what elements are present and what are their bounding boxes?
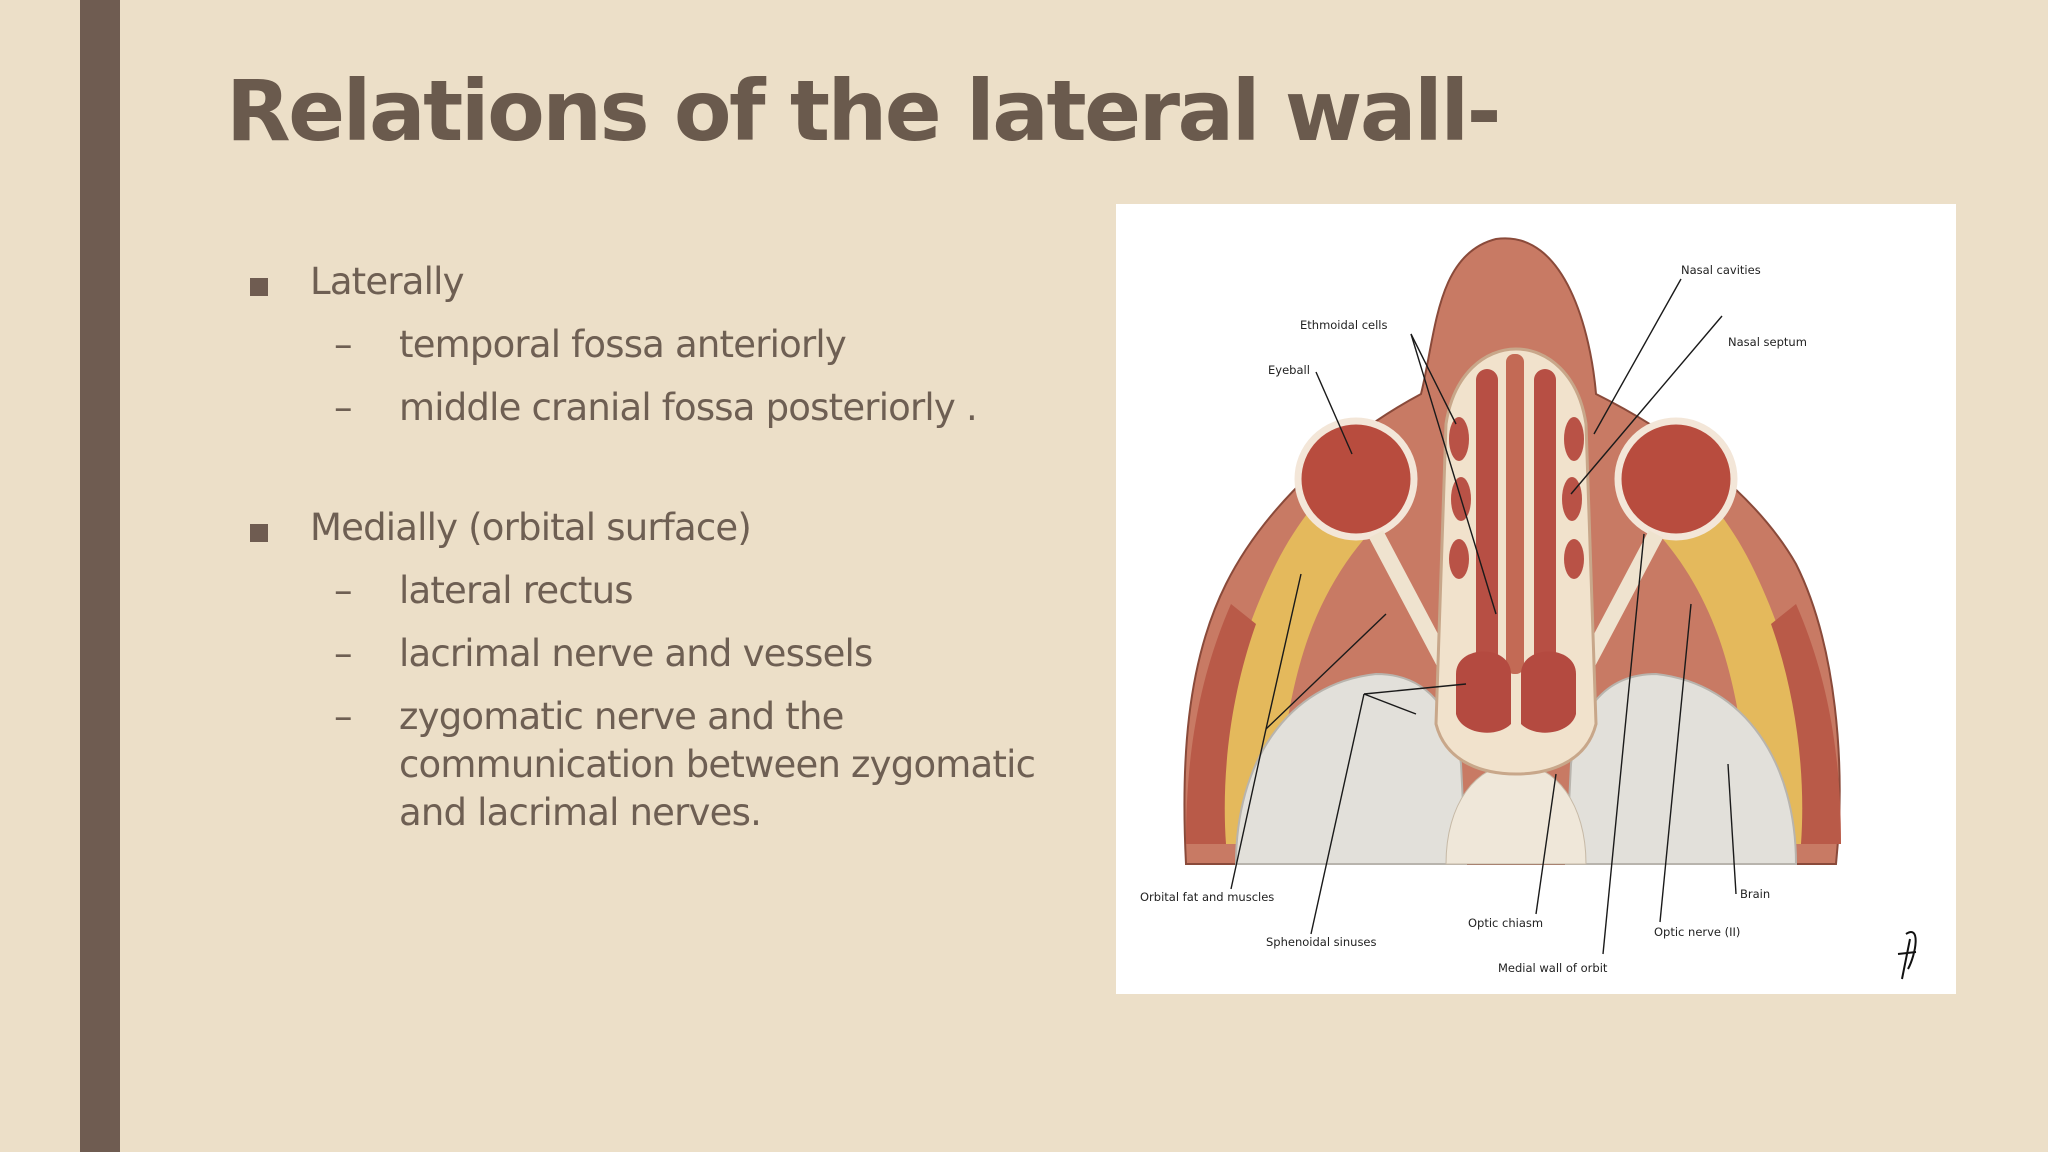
square-bullet-icon (250, 524, 268, 542)
label-brain: Brain (1740, 887, 1770, 901)
eyeball-left (1294, 417, 1418, 541)
label-nasal-septum: Nasal septum (1728, 335, 1807, 349)
orbital-fat-right (1626, 444, 1816, 844)
dash-marker: – (334, 695, 352, 738)
dash-marker: – (334, 632, 352, 675)
leader-line (1602, 533, 1645, 955)
sphenoidal-sinus (1521, 651, 1576, 733)
anatomy-figure: Nasal cavities Nasal septum Ethmoidal ce… (1116, 204, 1956, 994)
nasal-cavity-left (1476, 369, 1498, 669)
label-medial-wall-of-orbit: Medial wall of orbit (1498, 961, 1608, 975)
bullet-label: Laterally (310, 260, 465, 303)
sub-list: – temporal fossa anteriorly – middle cra… (310, 321, 1070, 432)
sub-list: – lateral rectus – lacrimal nerve and ve… (310, 567, 1070, 837)
leader-line (1230, 728, 1267, 890)
orbit-cross-section-illustration: Nasal cavities Nasal septum Ethmoidal ce… (1140, 237, 1917, 980)
label-nasal-cavities: Nasal cavities (1681, 263, 1761, 277)
slide-body: Laterally – temporal fossa anteriorly – … (240, 258, 1070, 852)
sub-item: – zygomatic nerve and the communication … (310, 693, 1070, 837)
sub-item: – temporal fossa anteriorly (310, 321, 1070, 369)
sub-item-text: lateral rectus (399, 569, 634, 612)
nasal-cavity-right (1534, 369, 1556, 669)
bullet-label: Medially (orbital surface) (310, 506, 752, 549)
label-ethmoidal-cells: Ethmoidal cells (1300, 318, 1387, 332)
bullet-medially: Medially (orbital surface) – lateral rec… (240, 504, 1070, 837)
slide-title: Relations of the lateral wall- (226, 62, 1501, 160)
label-optic-chiasm: Optic chiasm (1468, 916, 1543, 930)
leader-line (1310, 693, 1365, 935)
sub-item-text: middle cranial fossa posteriorly . (399, 386, 978, 429)
dash-marker: – (334, 323, 352, 366)
dash-marker: – (334, 569, 352, 612)
temporal-muscle-left (1186, 604, 1256, 844)
ethmoidal-cell (1449, 539, 1469, 579)
sub-item: – lateral rectus (310, 567, 1070, 615)
sub-item-text: zygomatic nerve and the communication be… (399, 695, 1036, 834)
sub-item: – middle cranial fossa posteriorly . (310, 384, 1070, 432)
leader-line (1265, 573, 1302, 730)
label-sphenoidal-sinuses: Sphenoidal sinuses (1266, 935, 1377, 949)
leader-line (1535, 773, 1557, 915)
temporal-muscle-right (1771, 604, 1841, 844)
leader-line (1593, 278, 1682, 435)
leader-line (1363, 693, 1417, 715)
leader-line (1570, 315, 1723, 495)
leader-line (1659, 603, 1692, 923)
leader-line (1265, 613, 1387, 730)
sub-item-text: lacrimal nerve and vessels (399, 632, 873, 675)
label-orbital-fat-and-muscles: Orbital fat and muscles (1140, 890, 1274, 904)
leader-line (1410, 333, 1497, 615)
square-bullet-icon (250, 278, 268, 296)
dash-marker: – (334, 386, 352, 429)
ethmoidal-cell (1564, 417, 1584, 461)
sub-item-text: temporal fossa anteriorly (399, 323, 847, 366)
nasal-septum (1506, 354, 1524, 674)
leader-line (1410, 333, 1457, 425)
orbital-fat-left (1211, 444, 1401, 844)
leader-line (1315, 371, 1353, 455)
bullet-laterally: Laterally – temporal fossa anteriorly – … (240, 258, 1070, 432)
ethmoidal-cell (1449, 417, 1469, 461)
artist-signature (1897, 931, 1917, 980)
label-optic-nerve: Optic nerve (II) (1654, 925, 1740, 939)
leader-line (1727, 763, 1737, 895)
label-eyeball: Eyeball (1268, 363, 1310, 377)
sphenoidal-sinus (1456, 651, 1511, 733)
ethmoidal-cell (1564, 539, 1584, 579)
accent-bar (80, 0, 120, 1152)
leader-line (1363, 683, 1467, 695)
sub-item: – lacrimal nerve and vessels (310, 630, 1070, 678)
eyeball-right (1614, 417, 1738, 541)
